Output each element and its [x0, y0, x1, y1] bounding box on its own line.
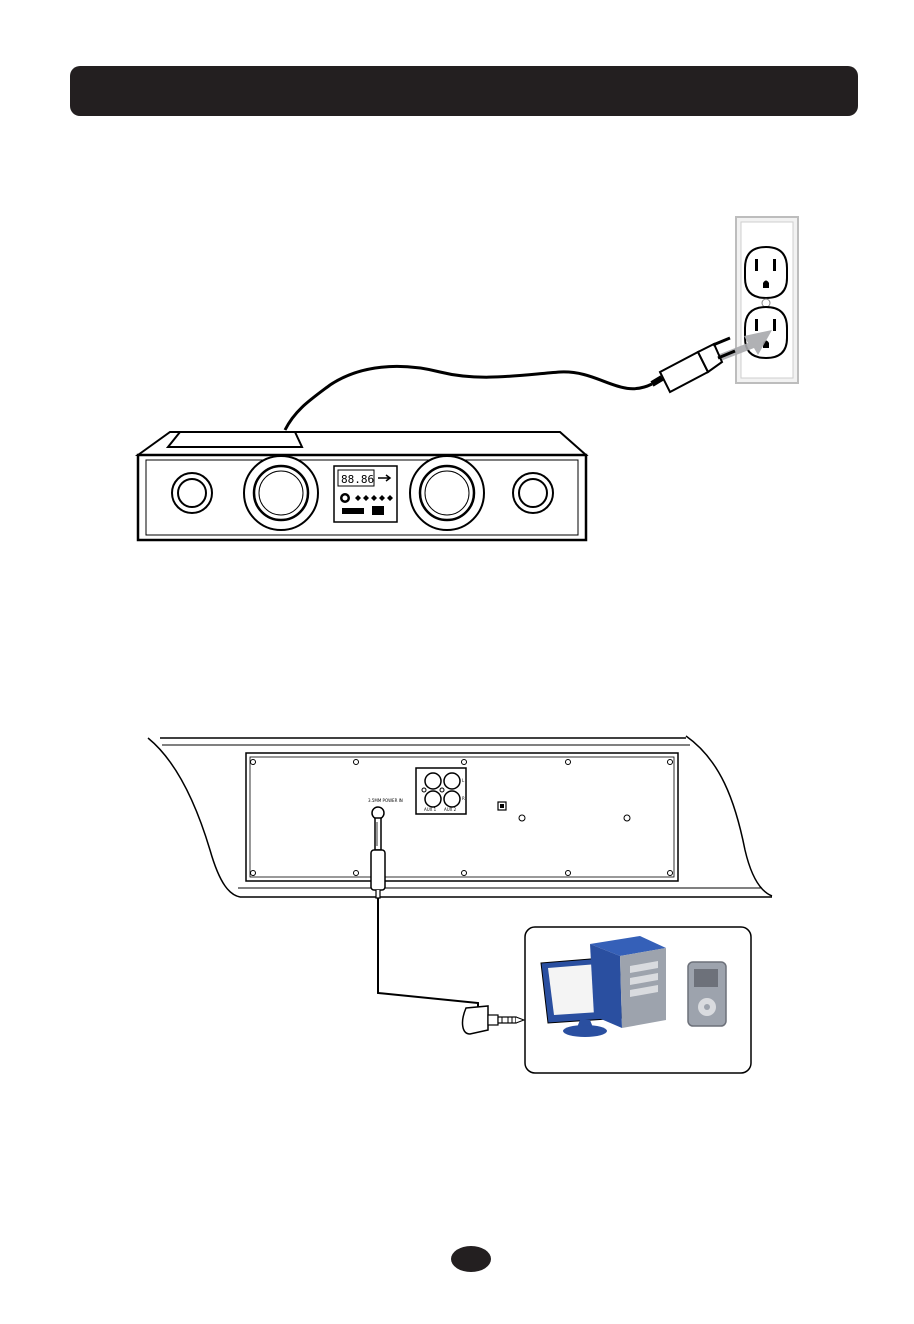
aux-input-panel: AUX 1 AUX 2 L R [416, 768, 466, 814]
page-number-badge [451, 1246, 491, 1272]
rear-panel-diagram: AUX 1 AUX 2 L R 3.5MM POWER IN [0, 720, 914, 1090]
line-in-jack [372, 807, 384, 819]
right-angle-plug-icon [463, 1006, 524, 1034]
wall-outlet-icon [736, 217, 798, 383]
line-in-label: 3.5MM POWER IN [368, 798, 403, 803]
section-title-bar [70, 66, 858, 116]
source-devices-box [525, 927, 751, 1073]
mp3-player-icon [688, 962, 726, 1026]
power-cord [285, 366, 652, 430]
power-connection-diagram: 88.86 [0, 200, 914, 560]
control-button-icon [342, 508, 364, 514]
display-readout: 88.86 [341, 473, 374, 486]
aux2-label: AUX 2 [444, 807, 457, 812]
audio-cable [378, 898, 478, 1010]
soundbar-front-icon: 88.86 [138, 432, 586, 540]
channel-r-label: R [462, 796, 465, 801]
desktop-computer-icon [590, 936, 666, 1028]
power-plug-icon [652, 338, 735, 392]
aux1-label: AUX 1 [424, 807, 437, 812]
